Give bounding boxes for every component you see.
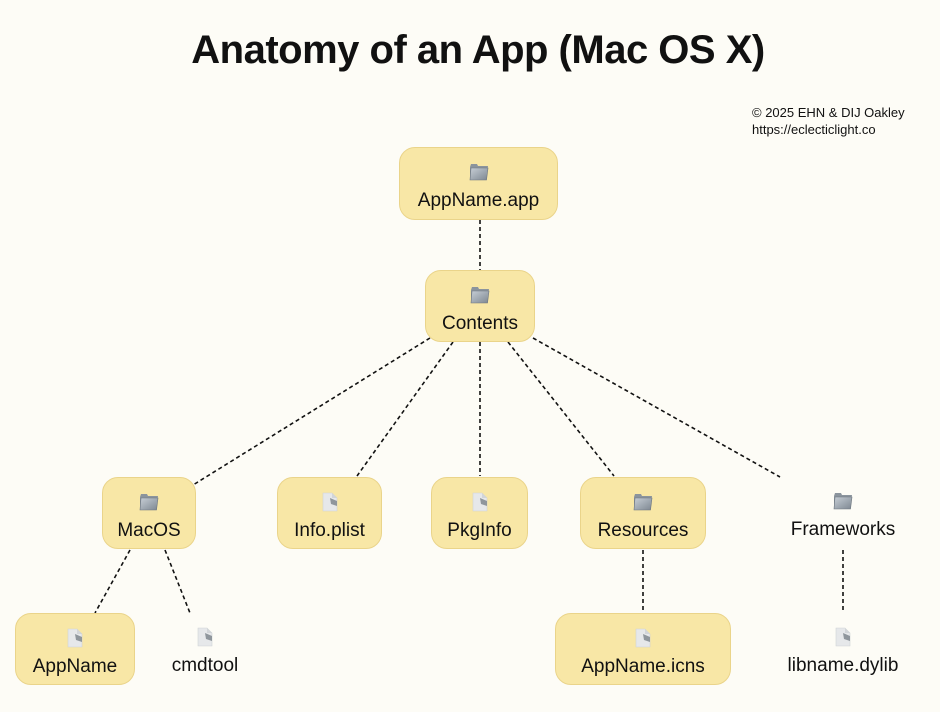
- folder-icon: [469, 164, 488, 181]
- node-label: cmdtool: [171, 655, 239, 676]
- node-label: MacOS: [117, 520, 181, 541]
- credit: © 2025 EHN & DIJ Oakley https://eclectic…: [752, 104, 905, 138]
- website-url: https://eclecticlight.co: [752, 122, 876, 137]
- node-info-plist[interactable]: Info.plist: [277, 477, 382, 549]
- node-frameworks[interactable]: Frameworks: [776, 477, 910, 549]
- folder-icon: [633, 494, 653, 511]
- folder-icon: [833, 493, 853, 510]
- document-icon: [67, 628, 83, 648]
- copyright-text: © 2025 EHN & DIJ Oakley: [752, 105, 905, 120]
- edge-contents-frameworks: [532, 337, 781, 478]
- node-label: AppName.icns: [581, 656, 705, 677]
- folder-icon: [139, 494, 159, 511]
- node-pkginfo[interactable]: PkgInfo: [431, 477, 528, 549]
- node-label: libname.dylib: [787, 655, 899, 676]
- edge-contents-infoplist: [356, 341, 454, 477]
- edge-macos-cmdtool: [164, 549, 191, 614]
- node-resources[interactable]: Resources: [580, 477, 706, 549]
- node-appname-icns[interactable]: AppName.icns: [555, 613, 731, 685]
- edge-macos-appname: [94, 549, 131, 614]
- folder-icon: [470, 287, 490, 304]
- node-label: Info.plist: [294, 520, 365, 541]
- edge-contents-macos: [192, 337, 431, 486]
- node-contents[interactable]: Contents: [425, 270, 535, 342]
- node-label: Contents: [441, 313, 519, 334]
- node-label: AppName: [32, 656, 118, 677]
- node-libname-dylib[interactable]: libname.dylib: [770, 613, 916, 685]
- document-icon: [322, 492, 337, 512]
- node-appname-app[interactable]: AppName.app: [399, 147, 558, 220]
- node-label: Resources: [597, 520, 689, 541]
- node-label: AppName.app: [417, 190, 540, 211]
- document-icon: [472, 492, 487, 512]
- edge-contents-resources: [507, 341, 615, 477]
- diagram-title: Anatomy of an App (Mac OS X): [191, 28, 765, 72]
- node-macos[interactable]: MacOS: [102, 477, 196, 549]
- document-icon: [635, 628, 651, 648]
- document-icon: [835, 627, 851, 647]
- node-label: Frameworks: [790, 519, 896, 540]
- node-appname-executable[interactable]: AppName: [15, 613, 135, 685]
- node-cmdtool[interactable]: cmdtool: [155, 613, 255, 685]
- node-label: PkgInfo: [447, 520, 512, 541]
- document-icon: [197, 627, 213, 647]
